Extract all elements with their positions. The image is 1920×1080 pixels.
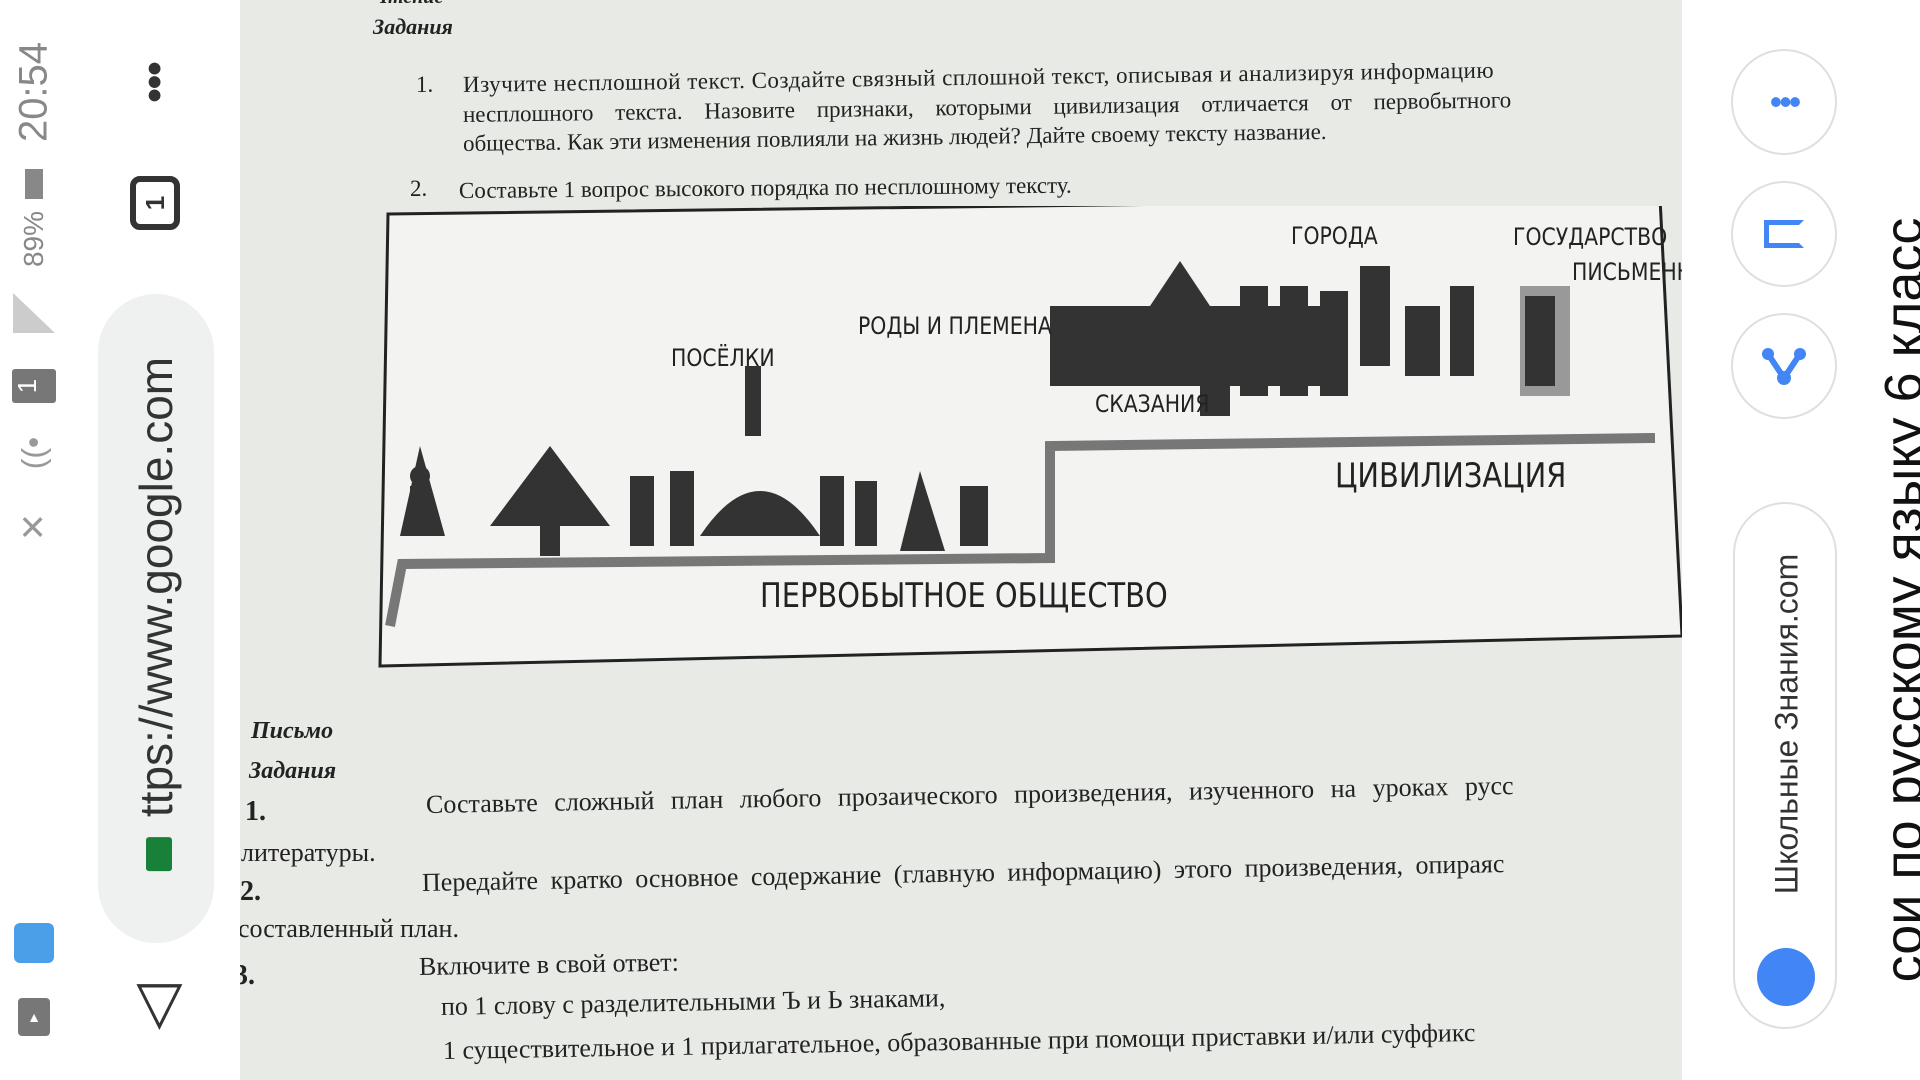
menu-dots-icon[interactable]: ••• bbox=[130, 62, 179, 104]
flag-icon bbox=[1764, 220, 1804, 248]
section-reading: Чтение bbox=[373, 0, 443, 9]
item-number: 1. bbox=[245, 796, 266, 827]
label-writing: ПИСЬМЕННОСТЬ bbox=[1572, 258, 1682, 286]
result-title[interactable]: сои по русскому языку 6 класс bbox=[1874, 217, 1920, 983]
source-label: Школьные Знания.com bbox=[1768, 553, 1805, 895]
item-text: литературы. bbox=[241, 838, 376, 867]
item-number: 3. bbox=[240, 960, 255, 991]
wifi-icon: ((• bbox=[15, 436, 52, 470]
crop-button[interactable] bbox=[1731, 181, 1837, 287]
section-writing: Письмо bbox=[251, 718, 334, 744]
more-button[interactable]: ••• bbox=[1731, 49, 1837, 155]
url-text: ttps://www.google.com bbox=[129, 357, 183, 872]
status-time: 20:54 bbox=[11, 41, 56, 143]
label-settlements: ПОСЁЛКИ bbox=[671, 344, 775, 372]
battery-level: 89% bbox=[18, 210, 49, 268]
item-subtext: по 1 слову с разделительными Ъ и Ь знака… bbox=[440, 983, 946, 1021]
sim-icon: 1 bbox=[12, 369, 56, 403]
diagram-graphics bbox=[378, 206, 1682, 668]
item-number: 2. bbox=[240, 876, 261, 907]
label-state: ГОСУДАРСТВО bbox=[1513, 223, 1668, 251]
item-text: составленный план. bbox=[240, 914, 459, 943]
url-bar[interactable]: ttps://www.google.com bbox=[98, 294, 214, 943]
item-text: Передайте кратко основное содержание (гл… bbox=[421, 849, 1505, 897]
battery-icon bbox=[25, 169, 43, 199]
item-number: 2. bbox=[410, 176, 428, 201]
source-chip[interactable]: Школьные Знания.com bbox=[1733, 502, 1837, 1029]
mute-icon: ✕ bbox=[15, 512, 53, 542]
notification-arrow-icon: ▲ bbox=[18, 998, 50, 1036]
label-civilization: ЦИВИЛИЗАЦИЯ bbox=[1335, 456, 1567, 496]
share-button[interactable] bbox=[1731, 313, 1837, 419]
label-primitive-society: ПЕРВОБЫТНОЕ ОБЩЕСТВО bbox=[760, 576, 1168, 616]
item-subtext: 1 существительное и 1 прилагательное, об… bbox=[442, 1017, 1476, 1065]
app-notification-icon bbox=[14, 923, 54, 963]
label-legends: СКАЗАНИЯ bbox=[1095, 390, 1210, 418]
lock-icon bbox=[146, 837, 172, 872]
item-number: 1. bbox=[416, 72, 434, 97]
share-icon bbox=[1762, 348, 1806, 385]
more-dots-icon: ••• bbox=[1769, 81, 1802, 122]
lens-side-panel: ••• Школьные Знания.com сои по русскому … bbox=[1682, 0, 1920, 1080]
item-text: Составьте сложный план любого прозаическ… bbox=[425, 771, 1514, 819]
tab-count-button[interactable]: 1 bbox=[130, 176, 180, 230]
label-cities: ГОРОДА bbox=[1291, 222, 1378, 250]
writing-tasks-heading: Задания bbox=[249, 758, 337, 784]
signal-icon bbox=[13, 293, 55, 333]
civilization-diagram: ПОСЁЛКИ РОДЫ И ПЛЕМЕНА СКАЗАНИЯ ГОРОДА Г… bbox=[360, 206, 1682, 668]
document-photo: Чтение Задания 1. Изучите несплошной тек… bbox=[240, 0, 1682, 1080]
label-clans: РОДЫ И ПЛЕМЕНА bbox=[858, 312, 1052, 340]
tasks-heading: Задания bbox=[373, 14, 453, 39]
globe-icon bbox=[1757, 948, 1815, 1006]
item-text: Составьте 1 вопрос высокого порядка по н… bbox=[458, 172, 1072, 203]
browser-toolbar: 20:54 89% 1 ((• ✕ ▲ ••• 1 ttps://www.goo… bbox=[0, 0, 240, 1080]
back-icon[interactable]: ◁ bbox=[121, 983, 188, 1031]
item-text: Включите в свой ответ: bbox=[418, 947, 680, 981]
